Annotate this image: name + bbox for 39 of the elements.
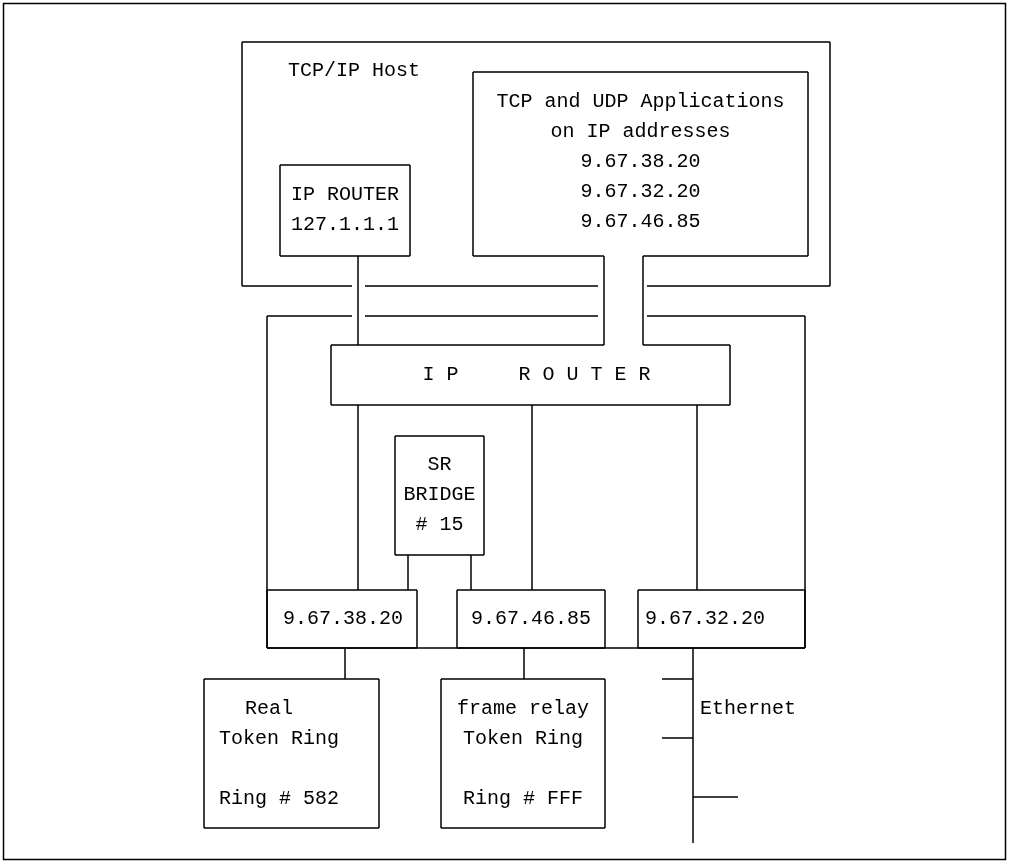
router-box — [331, 345, 730, 405]
connector-line — [344, 647, 346, 680]
ring-box — [204, 679, 379, 828]
process-box — [280, 165, 410, 256]
node-label: Real — [244, 696, 294, 722]
node-label: 9.67.32.20 — [579, 179, 702, 205]
node-label: TCP/IP Host — [288, 58, 422, 84]
connector-line — [470, 554, 472, 591]
node-label: 9.67.46.85 — [579, 209, 702, 235]
node-label: 9.67.46.85 — [470, 606, 592, 632]
connector-line — [531, 404, 533, 591]
node-label: frame relay Token Ring — [456, 696, 590, 752]
network-label: Ethernet — [700, 696, 796, 722]
bridge-box — [395, 436, 484, 555]
node-label: IP ROUTER — [421, 362, 664, 388]
node-label: SR BRIDGE # 15 — [402, 452, 477, 538]
node-label: 9.67.38.20 — [282, 606, 404, 632]
connector-line — [357, 255, 359, 346]
interface-box — [267, 590, 417, 648]
connector-line — [692, 647, 694, 680]
connector-line — [642, 255, 644, 346]
ring-box — [441, 679, 605, 828]
connector-line — [407, 554, 409, 591]
connector-line — [696, 404, 698, 591]
node-label: TCP and UDP Applications on IP addresses — [495, 89, 786, 145]
interface-box — [638, 590, 805, 648]
frame-box — [267, 316, 805, 648]
node-label: Ring # 582 — [218, 786, 340, 812]
node-label: IP ROUTER 127.1.1.1 — [290, 182, 400, 238]
node-label: Token Ring — [218, 726, 340, 752]
host-box — [242, 42, 830, 286]
interface-box — [457, 590, 605, 648]
connector-line — [523, 647, 525, 680]
node-label: 9.67.32.20 — [644, 606, 766, 632]
connector-line — [603, 255, 605, 346]
process-box — [473, 72, 808, 256]
connector-line — [357, 404, 359, 591]
node-label: 9.67.38.20 — [579, 149, 702, 175]
node-label: Ring # FFF — [462, 786, 584, 812]
